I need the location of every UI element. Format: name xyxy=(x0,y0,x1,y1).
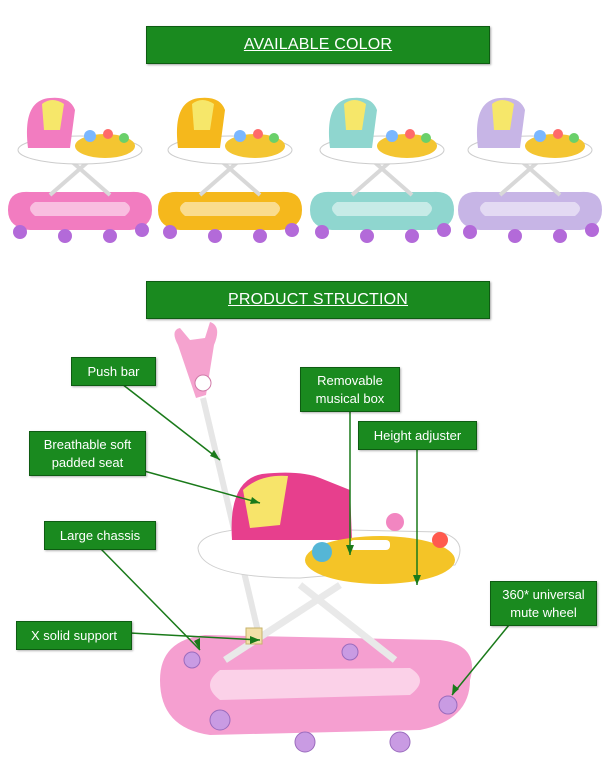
callout-removable-music-box: Removable musical box xyxy=(300,367,400,412)
wheel xyxy=(341,643,359,661)
callout-breathable-seat: Breathable soft padded seat xyxy=(29,431,146,476)
callout-large-chassis: Large chassis xyxy=(44,521,156,550)
callout-height-adjuster: Height adjuster xyxy=(358,421,477,450)
leader-x-support xyxy=(129,632,261,641)
wheel xyxy=(209,709,231,731)
wheel xyxy=(183,651,201,669)
available-color-header: AVAILABLE COLOR xyxy=(146,26,490,64)
callout-push-bar: Push bar xyxy=(71,357,156,386)
wheel xyxy=(294,731,316,753)
wheel xyxy=(389,731,411,753)
x-support-right xyxy=(297,582,398,663)
push-bar-pole xyxy=(200,397,263,641)
leader-push-bar xyxy=(121,383,221,461)
callout-x-support: X solid support xyxy=(16,621,132,650)
leader-wheel xyxy=(451,624,510,696)
callout-universal-wheel: 360* universal mute wheel xyxy=(490,581,597,626)
product-structure-header: PRODUCT STRUCTION xyxy=(146,281,490,319)
panda-icon xyxy=(194,374,212,392)
wheel xyxy=(438,695,458,715)
leader-seat xyxy=(143,470,261,504)
leader-chassis xyxy=(99,547,201,651)
